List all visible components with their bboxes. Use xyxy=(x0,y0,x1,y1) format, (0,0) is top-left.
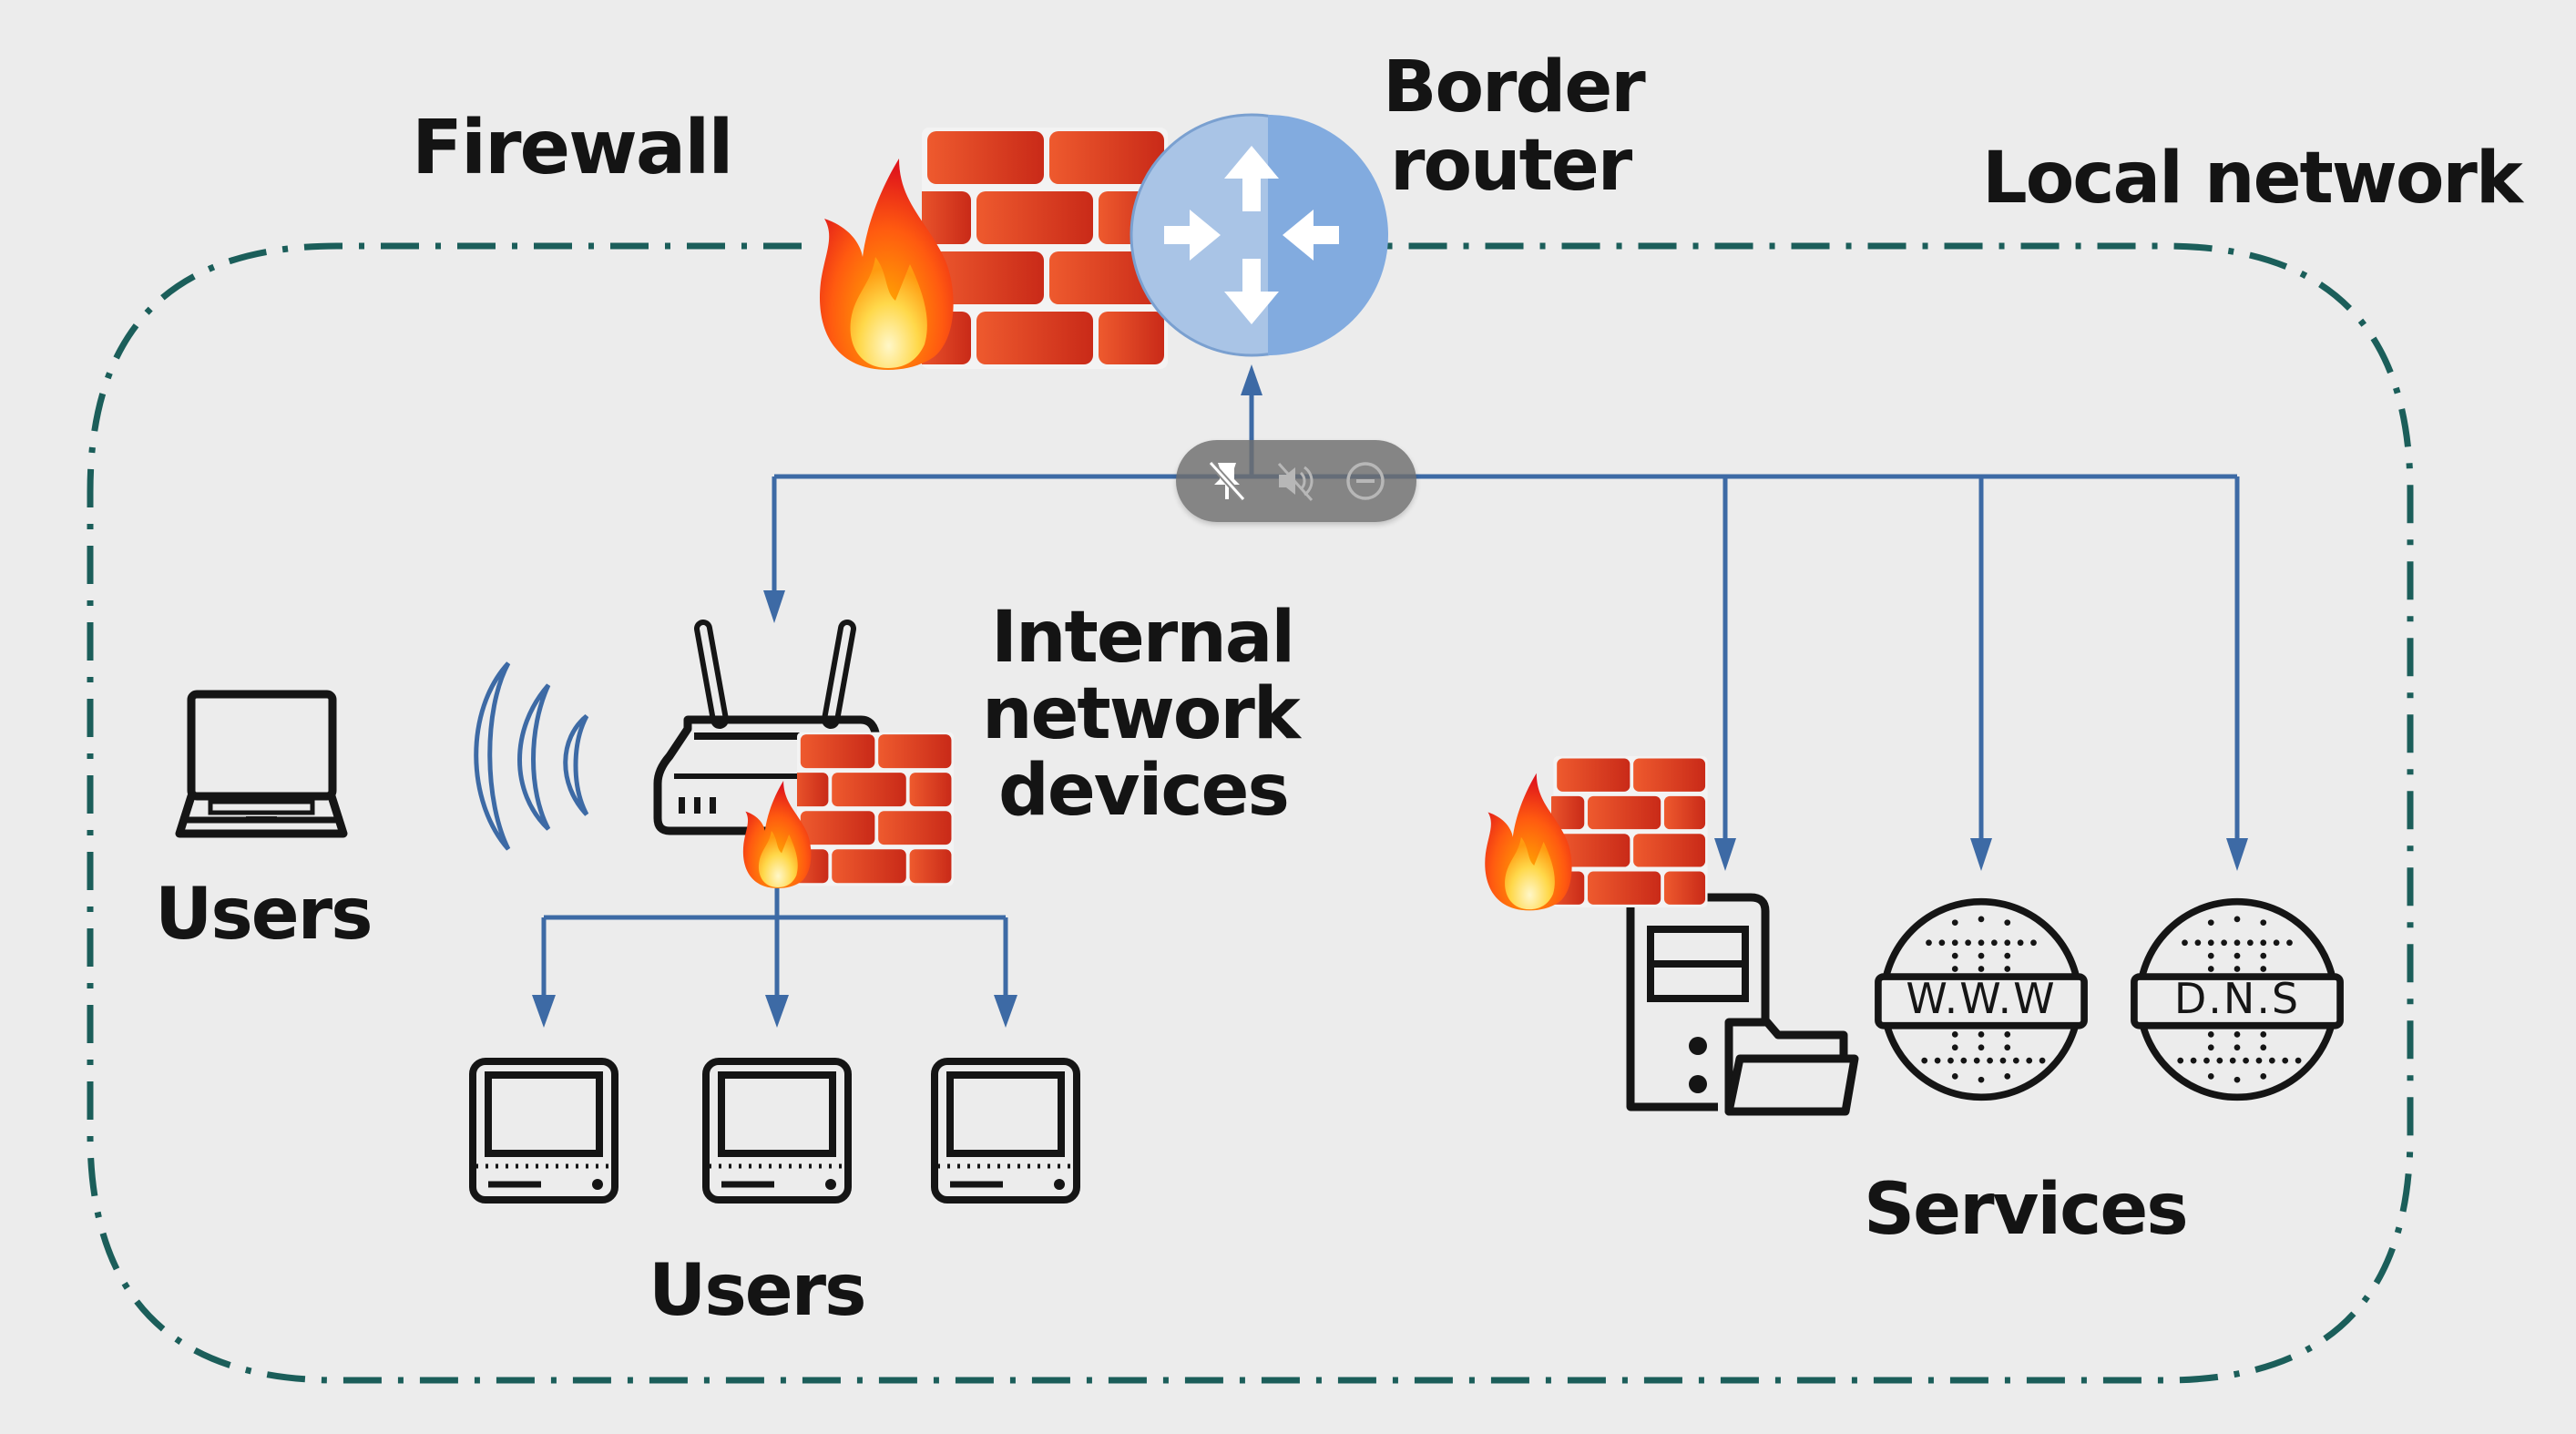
wireless-signal-icon xyxy=(474,661,589,851)
services-firewall-icon xyxy=(1485,756,1708,911)
arrow-to-file-server xyxy=(1714,838,1736,871)
internal-devices-label-line1: Internal xyxy=(991,597,1293,679)
web-globe-text: W.W.W xyxy=(1906,974,2056,1023)
firewall-label: Firewall xyxy=(412,105,731,191)
file-server-icon xyxy=(1626,893,1859,1116)
arrow-desktop-3 xyxy=(994,995,1017,1028)
dns-server-globe-icon: D.N.S xyxy=(2134,902,2340,1098)
local-network-boundary xyxy=(87,242,2414,1384)
internal-devices-label-line3: devices xyxy=(998,750,1288,832)
minimize-button[interactable] xyxy=(1340,456,1391,507)
unpin-button[interactable] xyxy=(1201,456,1252,507)
floating-overlay-toolbar xyxy=(1176,440,1416,522)
edge-firewall-icon xyxy=(819,128,1168,370)
local-network-label: Local network xyxy=(1982,138,2525,220)
wired-users-label: Users xyxy=(649,1250,865,1332)
wireless-users-label: Users xyxy=(155,874,372,956)
arrow-to-dns xyxy=(2226,838,2248,871)
border-router-icon xyxy=(1130,113,1388,357)
uplink-arrow xyxy=(1241,364,1262,395)
arrow-to-web xyxy=(1970,838,1992,871)
minus-circle-icon xyxy=(1346,462,1385,500)
internal-devices-label-line2: network xyxy=(982,673,1303,755)
arrow-to-internal xyxy=(763,590,785,623)
dns-globe-text: D.N.S xyxy=(2174,974,2300,1023)
speaker-muted-icon xyxy=(1277,462,1314,502)
desktop-computer-icon xyxy=(706,1061,848,1200)
internal-firewall-icon xyxy=(742,732,954,888)
arrow-desktop-1 xyxy=(532,995,556,1028)
desktop-computer-icon xyxy=(473,1061,615,1200)
desktop-computer-icon xyxy=(935,1061,1077,1200)
border-router-label-line1: Border xyxy=(1383,46,1646,128)
border-router-label-line2: router xyxy=(1390,125,1633,207)
mute-button[interactable] xyxy=(1271,456,1322,507)
unpin-icon xyxy=(1208,460,1246,502)
network-links xyxy=(532,364,2248,1028)
arrow-desktop-2 xyxy=(765,995,789,1028)
laptop-icon xyxy=(175,690,348,838)
services-label: Services xyxy=(1864,1169,2187,1251)
web-server-globe-icon: W.W.W xyxy=(1878,902,2084,1098)
